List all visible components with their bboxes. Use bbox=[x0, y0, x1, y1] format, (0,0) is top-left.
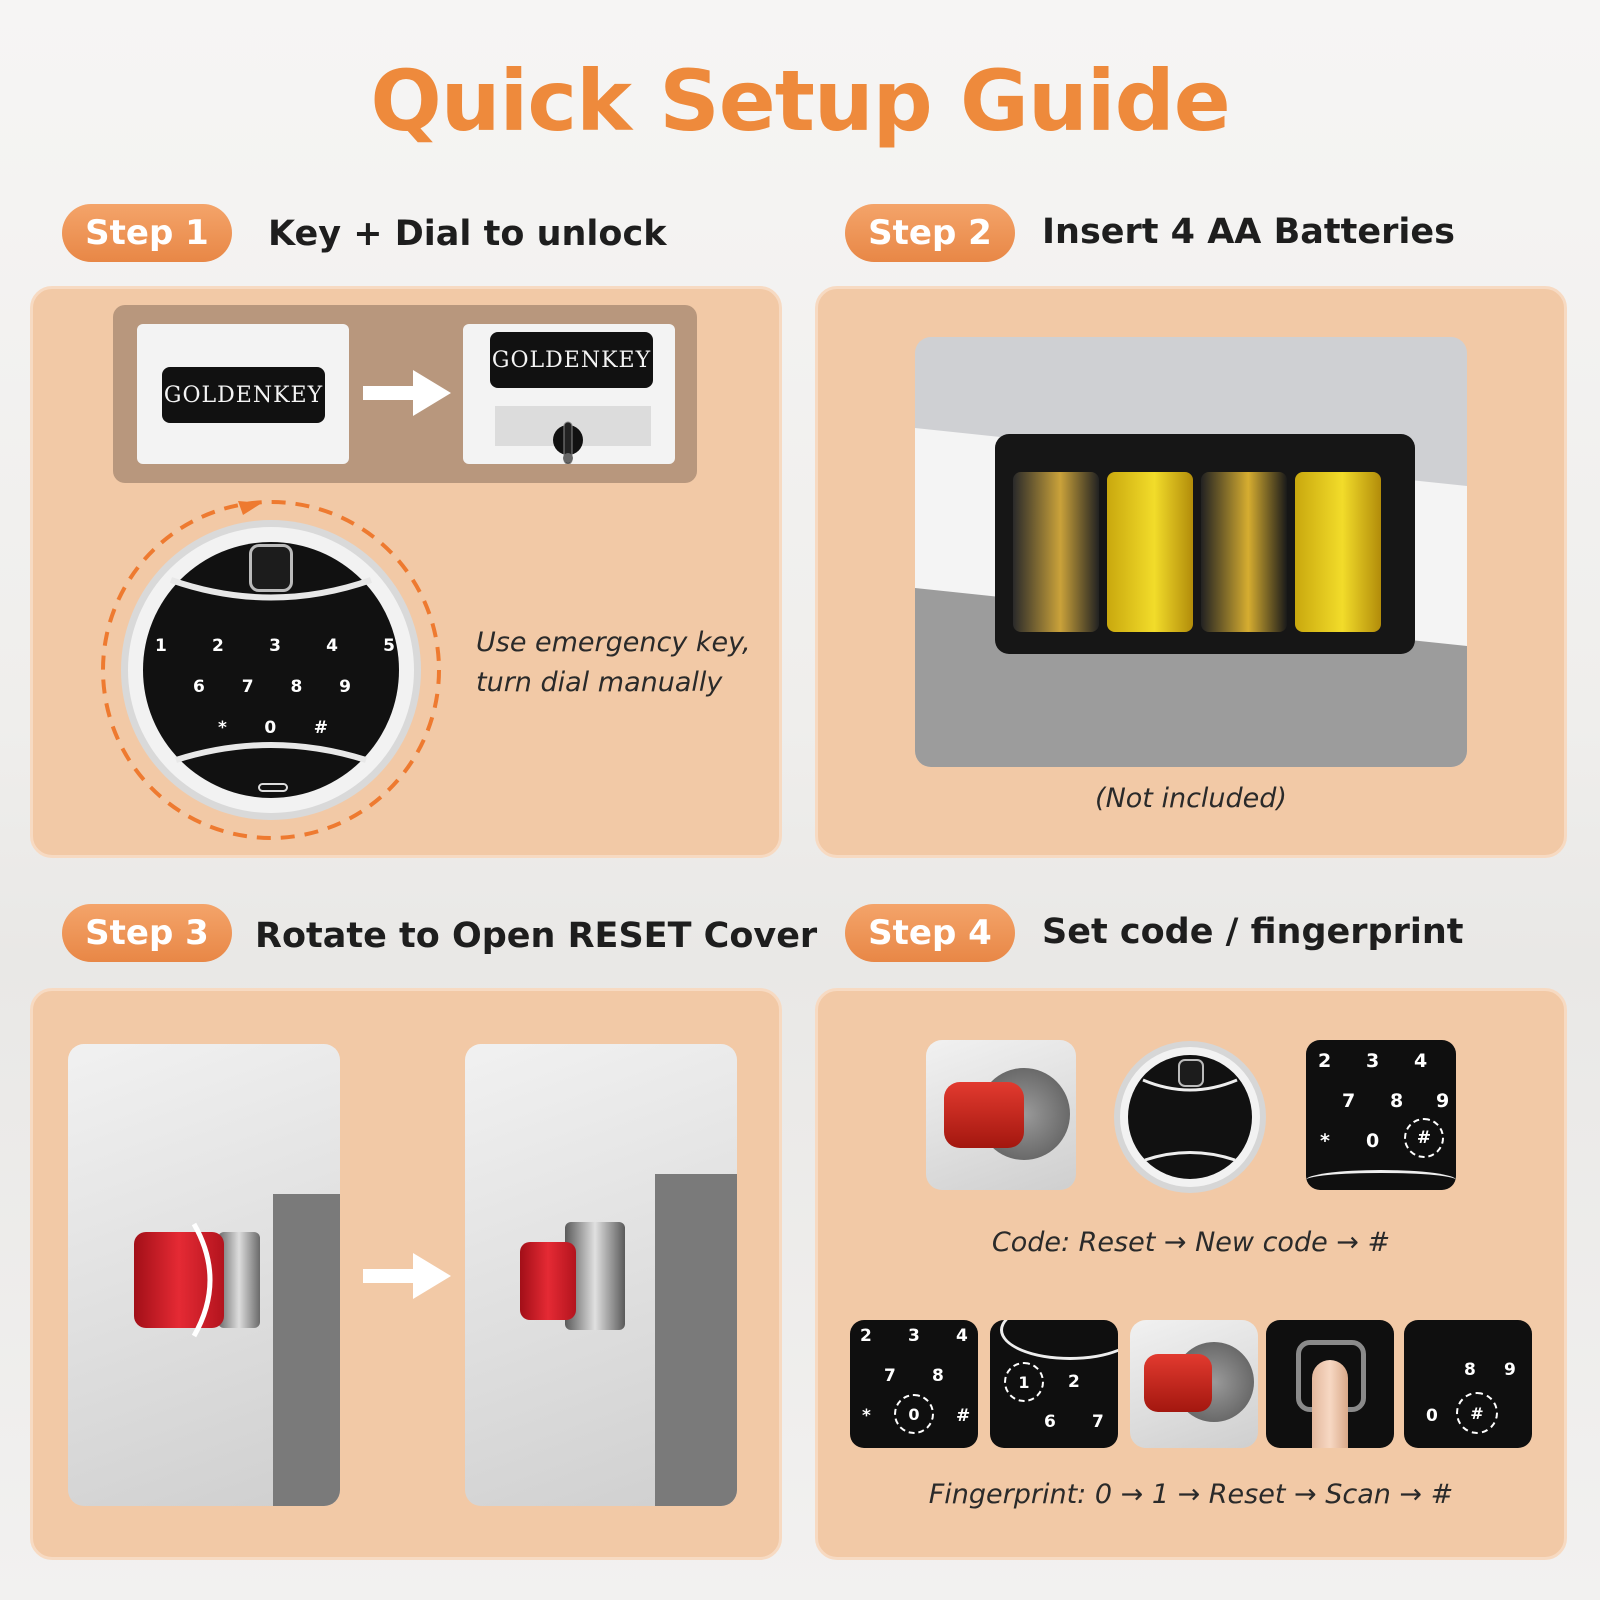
dial-keypad-row-1: 1 2 3 4 5 bbox=[155, 636, 395, 656]
reset-thread bbox=[218, 1232, 260, 1328]
dial-key: # bbox=[313, 718, 328, 738]
step-1-caption-line-2: turn dial manually bbox=[476, 667, 723, 698]
dial-key: 1 bbox=[155, 636, 167, 656]
keypad-key: 4 bbox=[1414, 1050, 1428, 1072]
keypad-key: 7 bbox=[1342, 1090, 1356, 1112]
keypad-thumbnail: 2 3 4 7 8 9 * 0 # bbox=[1306, 1040, 1456, 1190]
page-title: Quick Setup Guide bbox=[370, 52, 1230, 150]
brand-plate: GOLDENKEY bbox=[490, 332, 653, 388]
keypad-key: 7 bbox=[1092, 1412, 1104, 1432]
hash-key-highlight: # bbox=[1404, 1118, 1444, 1158]
keypad-key: 3 bbox=[1366, 1050, 1380, 1072]
reset-button-icon bbox=[944, 1082, 1024, 1148]
dial-key: 8 bbox=[290, 677, 303, 697]
fingerprint-sensor-icon bbox=[249, 544, 293, 592]
dial-key: 4 bbox=[326, 636, 338, 656]
step-3-badge: Step 3 bbox=[62, 904, 232, 962]
reset-button-icon bbox=[1144, 1354, 1212, 1412]
keypad-edge bbox=[1306, 1170, 1456, 1190]
arrow-right-icon bbox=[363, 1251, 451, 1305]
keypad-key: 9 bbox=[1504, 1360, 1516, 1380]
arrow-right-icon bbox=[363, 368, 451, 422]
reset-button-thumbnail bbox=[1130, 1320, 1258, 1448]
reset-cover-open-photo bbox=[465, 1044, 737, 1506]
brand-plate: GOLDENKEY bbox=[162, 367, 325, 423]
one-key-highlight: 1 bbox=[1004, 1362, 1044, 1402]
door-edge bbox=[273, 1194, 340, 1506]
step-4-heading: Set code / fingerprint bbox=[1042, 912, 1464, 952]
keypad-key: 2 bbox=[1068, 1372, 1080, 1392]
reset-button-thumbnail bbox=[926, 1040, 1076, 1190]
dial-key: 5 bbox=[383, 636, 395, 656]
door-edge bbox=[655, 1174, 737, 1506]
step-4-badge: Step 4 bbox=[845, 904, 1015, 962]
battery-icon bbox=[1201, 472, 1287, 632]
keypad-thumbnail-zero: 2 3 4 7 8 * 0 # bbox=[850, 1320, 978, 1448]
rotate-arrow-icon bbox=[191, 1222, 213, 1338]
hash-key-highlight: # bbox=[1456, 1392, 1498, 1434]
battery-icon bbox=[1013, 472, 1099, 632]
keypad-key: 8 bbox=[932, 1366, 944, 1386]
dial-key: 2 bbox=[212, 636, 224, 656]
battery-icon bbox=[1107, 472, 1193, 632]
battery-icon bbox=[1295, 472, 1381, 632]
keypad-key: * bbox=[1320, 1130, 1330, 1152]
step-1-badge: Step 1 bbox=[62, 204, 232, 262]
keypad-key: * bbox=[862, 1406, 871, 1426]
keypad-edge bbox=[1000, 1320, 1118, 1360]
keypad-thumbnail-hash: 8 9 0 # bbox=[1404, 1320, 1532, 1448]
code-instruction: Code: Reset → New code → # bbox=[991, 1227, 1391, 1258]
keypad-key: 0 bbox=[1366, 1130, 1380, 1152]
dial-key: 6 bbox=[193, 677, 205, 697]
dial-keypad-row-3: * 0 # bbox=[218, 718, 328, 738]
keypad-key: 9 bbox=[1436, 1090, 1450, 1112]
keypad-key: 8 bbox=[1390, 1090, 1404, 1112]
dial-key: 0 bbox=[264, 718, 277, 738]
lock-cover-closed: GOLDENKEY bbox=[137, 324, 349, 464]
lock-cover-open: GOLDENKEY bbox=[463, 324, 675, 465]
keypad-key: 4 bbox=[956, 1326, 968, 1346]
fingerprint-scan-thumbnail bbox=[1266, 1320, 1394, 1448]
key-icon bbox=[551, 420, 585, 468]
finger-icon bbox=[1312, 1360, 1348, 1448]
dial-keypad-row-2: 6 7 8 9 bbox=[193, 677, 351, 697]
fingerprint-instruction: Fingerprint: 0 → 1 → Reset → Scan → # bbox=[928, 1479, 1454, 1510]
step-3-heading: Rotate to Open RESET Cover bbox=[255, 916, 818, 956]
dial-key: * bbox=[218, 718, 227, 738]
dial-key: 7 bbox=[241, 677, 254, 697]
keypad-key: # bbox=[956, 1406, 971, 1426]
dial-thumbnail bbox=[1113, 1040, 1268, 1199]
dial-key: 3 bbox=[269, 636, 281, 656]
reset-button-icon bbox=[520, 1242, 576, 1320]
keypad-key: 6 bbox=[1044, 1412, 1056, 1432]
keypad-thumbnail-one: 1 2 6 7 bbox=[990, 1320, 1118, 1448]
step-1-caption-line-1: Use emergency key, bbox=[476, 627, 751, 658]
zero-key-highlight: 0 bbox=[894, 1394, 934, 1434]
keypad-key: 2 bbox=[860, 1326, 872, 1346]
step-1-heading: Key + Dial to unlock bbox=[268, 214, 667, 254]
keypad-key: 2 bbox=[1318, 1050, 1332, 1072]
battery-photo bbox=[915, 337, 1467, 767]
step-2-caption: (Not included) bbox=[1095, 783, 1287, 814]
usb-port-icon bbox=[258, 783, 288, 792]
step-2-heading: Insert 4 AA Batteries bbox=[1042, 212, 1455, 252]
keypad-key: 7 bbox=[884, 1366, 896, 1386]
dial-rotate-icon bbox=[96, 495, 446, 849]
keypad-key: 3 bbox=[908, 1326, 920, 1346]
dial-key: 9 bbox=[339, 677, 351, 697]
battery-holder bbox=[995, 434, 1415, 654]
keypad-key: 8 bbox=[1464, 1360, 1476, 1380]
step-2-badge: Step 2 bbox=[845, 204, 1015, 262]
keypad-key: 0 bbox=[1426, 1406, 1438, 1426]
reset-cover-closed-photo bbox=[68, 1044, 340, 1506]
